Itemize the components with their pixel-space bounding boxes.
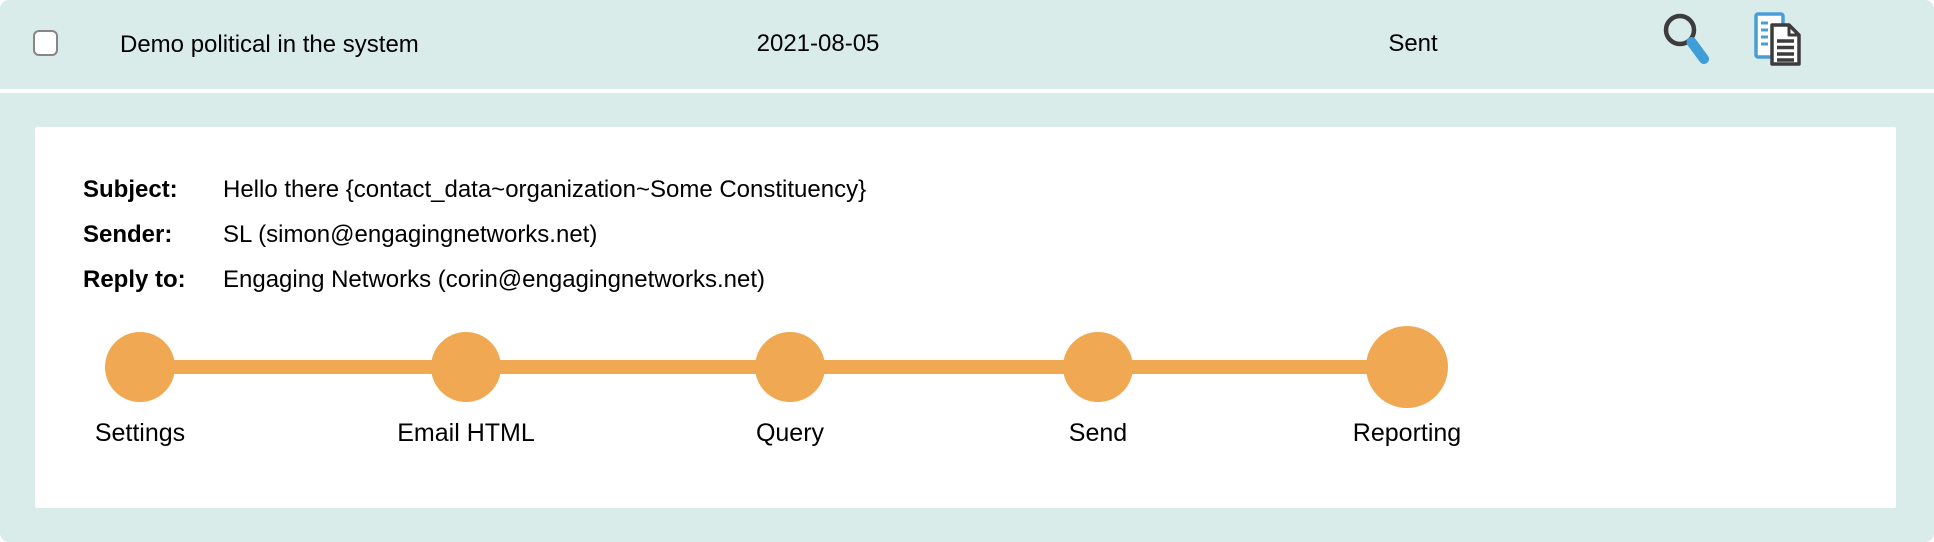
- step-label-settings: Settings: [94, 419, 186, 447]
- detail-row-subject: Subject: Hello there {contact_data~organ…: [83, 167, 866, 212]
- detail-row-sender: Sender: SL (simon@engagingnetworks.net): [83, 212, 866, 257]
- search-button[interactable]: [1658, 8, 1714, 68]
- detail-card: Subject: Hello there {contact_data~organ…: [35, 127, 1896, 508]
- search-icon: [1658, 13, 1714, 71]
- step-dot-query[interactable]: [755, 332, 825, 402]
- campaign-title[interactable]: Demo political in the system: [120, 30, 419, 58]
- campaign-detail-panel: Subject: Hello there {contact_data~organ…: [0, 93, 1934, 542]
- step-label-email-html: Email HTML: [397, 419, 535, 447]
- step-label-reporting: Reporting: [1352, 419, 1462, 447]
- status-badge: Sent: [1388, 30, 1438, 57]
- step-label-query: Query: [755, 419, 825, 447]
- copy-button[interactable]: [1752, 12, 1804, 68]
- copy-icon: [1752, 12, 1804, 71]
- subject-label: Subject:: [83, 176, 178, 203]
- replyto-label: Reply to:: [83, 266, 186, 293]
- step-dot-settings[interactable]: [105, 332, 175, 402]
- detail-row-replyto: Reply to: Engaging Networks (corin@engag…: [83, 257, 866, 302]
- campaign-list-row: Demo political in the system 2021-08-05 …: [0, 0, 1934, 89]
- row-checkbox[interactable]: [33, 30, 58, 56]
- workflow-stepper: Settings Email HTML Query Send Reporting: [35, 127, 1896, 508]
- sender-label: Sender:: [83, 221, 173, 248]
- subject-value: Hello there {contact_data~organization~S…: [223, 176, 867, 203]
- step-dot-reporting[interactable]: [1366, 326, 1448, 408]
- email-details: Subject: Hello there {contact_data~organ…: [83, 167, 866, 302]
- step-dot-send[interactable]: [1063, 332, 1133, 402]
- replyto-value: Engaging Networks (corin@engagingnetwork…: [223, 266, 765, 293]
- step-label-send: Send: [1068, 419, 1128, 447]
- step-dot-email-html[interactable]: [431, 332, 501, 402]
- sender-value: SL (simon@engagingnetworks.net): [223, 221, 598, 248]
- campaign-date: 2021-08-05: [756, 30, 880, 57]
